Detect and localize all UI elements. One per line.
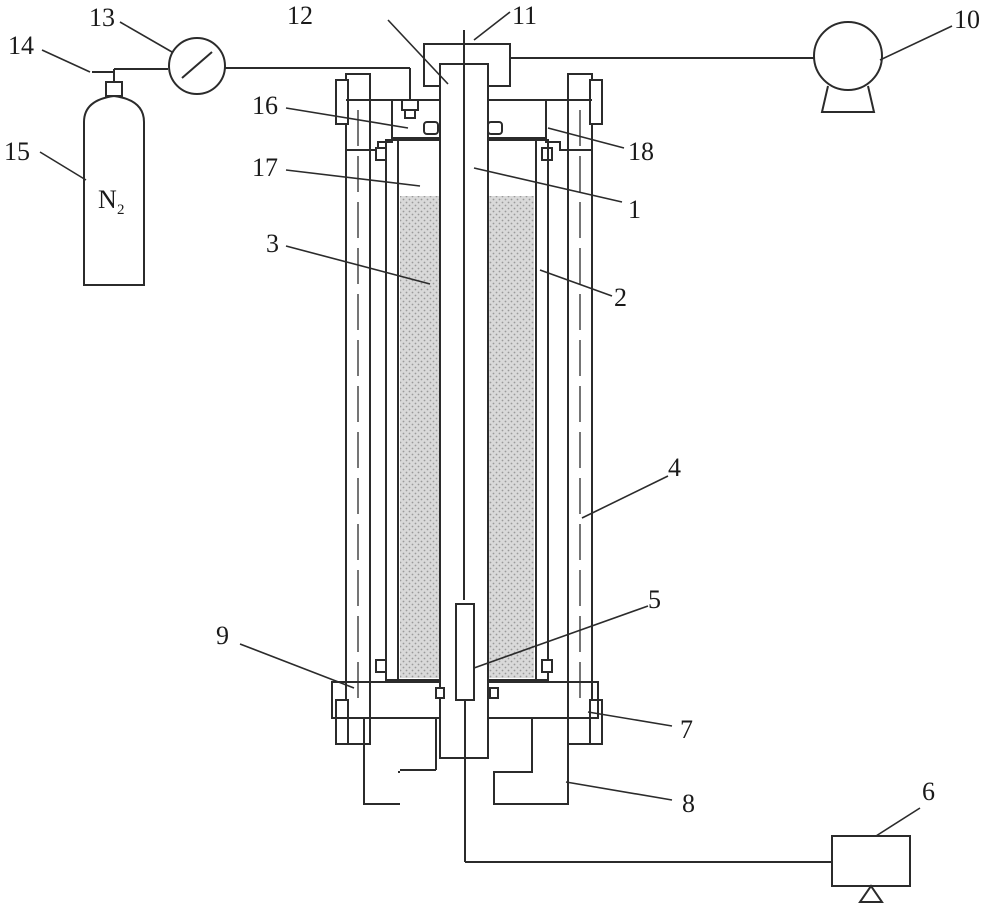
leader-9: [239, 643, 355, 689]
vacuum-pump: [813, 21, 883, 113]
callout-labels: 12 13 14 15 16 17 3 11 1 18 2 4 5 9 7 8 …: [4, 1, 980, 818]
cylinder-gas-label: N: [98, 185, 117, 214]
leader-7: [587, 711, 673, 727]
callout-15: 15: [4, 137, 30, 166]
callout-2: 2: [614, 283, 627, 312]
leader-lines: [39, 11, 953, 837]
cylinder-gas-subscript: 2: [117, 202, 125, 218]
sensor-probe: [455, 603, 475, 701]
leader-2: [539, 269, 613, 297]
base-support: [363, 717, 569, 806]
leader-15: [39, 151, 87, 181]
callout-4: 4: [668, 453, 681, 482]
callout-18: 18: [628, 137, 654, 166]
callout-6: 6: [922, 777, 935, 806]
callout-12: 12: [287, 1, 313, 30]
leader-4: [581, 475, 669, 519]
callout-16: 16: [252, 91, 278, 120]
leader-17: [285, 169, 421, 187]
callout-7: 7: [680, 715, 693, 744]
leader-16: [285, 107, 409, 129]
leader-3: [285, 245, 431, 285]
leader-12: [387, 19, 449, 85]
leader-10: [879, 25, 953, 61]
callout-9: 9: [216, 621, 229, 650]
recorder-unit: [831, 835, 911, 903]
leader-11: [473, 11, 511, 41]
callout-14: 14: [8, 31, 34, 60]
leader-1: [473, 167, 623, 203]
callout-11: 11: [512, 1, 537, 30]
leader-5: [473, 605, 649, 669]
leader-8: [565, 781, 673, 801]
nitrogen-cylinder: N 2: [83, 81, 145, 286]
leader-13: [119, 21, 173, 53]
callout-1: 1: [628, 195, 641, 224]
central-tube: [439, 30, 832, 863]
callout-13: 13: [89, 3, 115, 32]
outer-frame: [335, 73, 603, 745]
callout-10: 10: [954, 5, 980, 34]
cylinder-valve: [92, 68, 168, 82]
callout-3: 3: [266, 229, 279, 258]
callout-17: 17: [252, 153, 278, 182]
callout-5: 5: [648, 585, 661, 614]
callout-8: 8: [682, 789, 695, 818]
pressure-gauge: [168, 37, 411, 100]
leader-6: [875, 807, 921, 837]
leader-18: [547, 127, 625, 149]
leader-14: [41, 49, 91, 73]
